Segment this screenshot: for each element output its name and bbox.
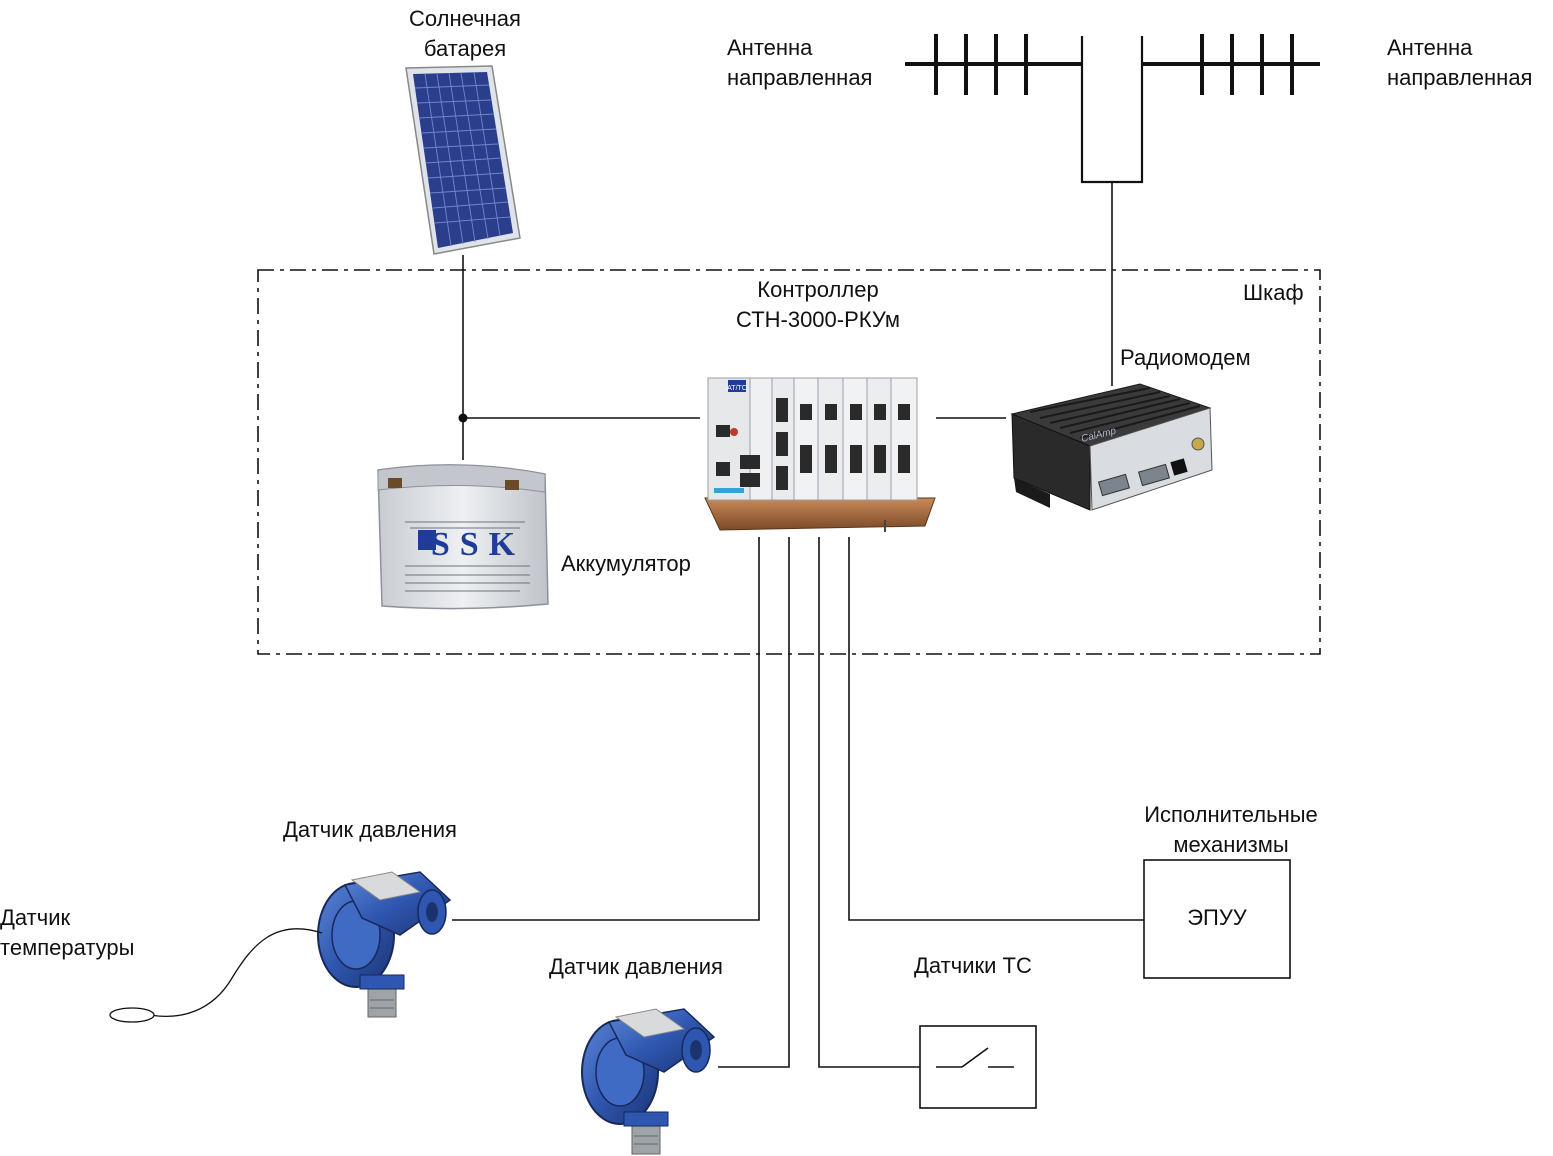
epuu-box xyxy=(1143,859,1291,979)
antenna-left-label: Антенна направленная xyxy=(727,33,872,93)
solar-panel-label-line2: батарея xyxy=(423,36,507,61)
cabinet-label: Шкаф xyxy=(1243,280,1304,305)
wiring xyxy=(452,182,1144,1068)
epuu-label: ЭПУУ xyxy=(1187,905,1247,930)
solar-panel-label-line1: Солнечная xyxy=(409,6,521,31)
actuators-label-line1: Исполнительные xyxy=(1144,802,1318,827)
ts-sensors-label: Датчики ТС xyxy=(914,953,1032,978)
pressure-sensor-2 xyxy=(581,1008,716,1155)
junction-node xyxy=(458,413,468,423)
antenna-feed xyxy=(1080,36,1144,184)
ts-switch xyxy=(919,1025,1037,1109)
pressure-sensor-1-label: Датчик давления xyxy=(283,817,457,842)
controller-label: Контроллер СТН-3000-РКУм xyxy=(700,275,936,335)
antenna-right-label: Антенна направленная xyxy=(1387,33,1532,93)
controller-badge-text: AT/TC xyxy=(727,385,747,392)
pressure-sensor-1 xyxy=(317,871,452,1018)
antenna-right xyxy=(1142,34,1320,95)
temperature-sensor xyxy=(109,928,323,1023)
pressure-sensor-2-label: Датчик давления xyxy=(549,954,723,979)
temperature-sensor-label-line2: температуры xyxy=(0,935,135,960)
battery-label: Аккумулятор xyxy=(561,551,691,576)
controller-label-line1: Контроллер xyxy=(757,277,879,302)
antenna-left-label-line1: Антенна xyxy=(727,35,813,60)
battery-brand-text: SSK xyxy=(431,526,525,563)
antenna-right-label-line2: направленная xyxy=(1387,65,1533,90)
battery: SSK xyxy=(377,464,549,610)
controller-label-line2: СТН-3000-РКУм xyxy=(736,307,900,332)
controller: AT/TC xyxy=(704,377,936,532)
antenna-left xyxy=(905,34,1082,95)
antenna-left-label-line2: направленная xyxy=(727,65,873,90)
temperature-sensor-label: Датчик температуры xyxy=(0,903,134,963)
solar-panel-label: Солнечная батарея xyxy=(380,4,550,64)
actuators-label-line2: механизмы xyxy=(1173,832,1289,857)
temperature-sensor-label-line1: Датчик xyxy=(0,905,71,930)
radiomodem-label: Радиомодем xyxy=(1120,345,1251,370)
radio-modem: CalAmp xyxy=(1010,383,1213,511)
solar-panel xyxy=(405,65,521,255)
antenna-right-label-line1: Антенна xyxy=(1387,35,1473,60)
actuators-label: Исполнительные механизмы xyxy=(1120,800,1342,860)
